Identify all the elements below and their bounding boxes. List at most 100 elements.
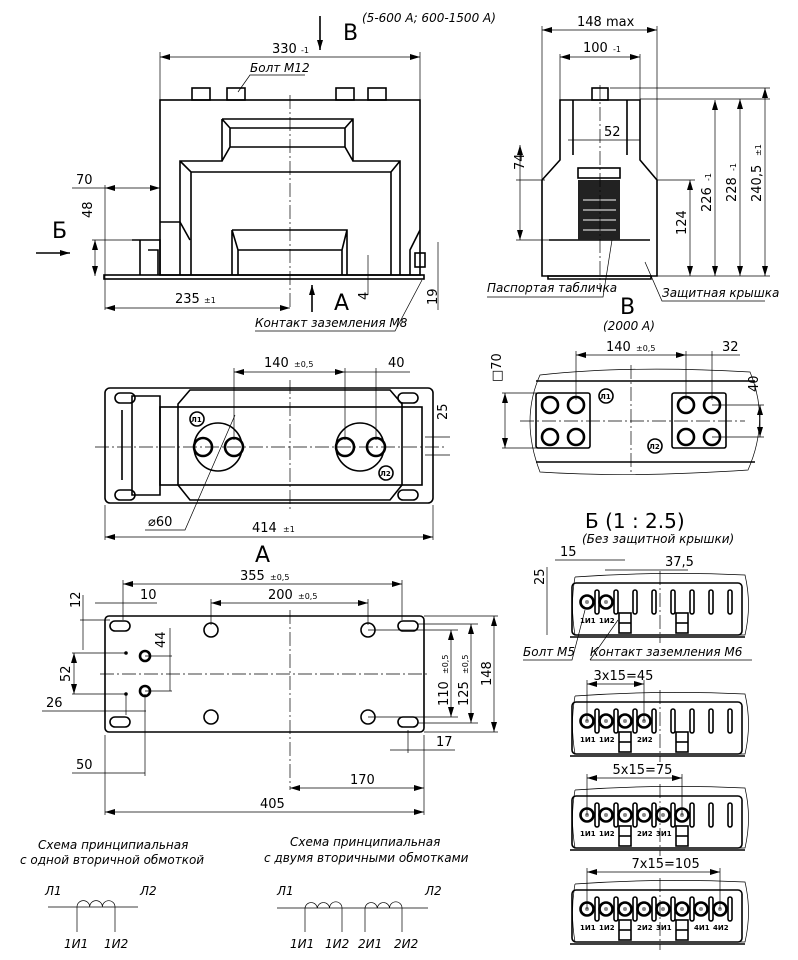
terminal-label: 1И2 (599, 736, 615, 744)
terminal-label: 1И2 (599, 617, 615, 625)
top-terminal-box (121, 395, 161, 496)
mounting-slots (109, 620, 419, 728)
scheme2-title-1: Схема принципиальная (290, 835, 440, 849)
break-outline (529, 368, 760, 475)
separator (613, 589, 619, 615)
nameplate-label: Паспортая табличка (487, 281, 617, 295)
bottom-dim-10: 10 (140, 588, 157, 603)
terminal-label: 1И1 (580, 924, 596, 932)
dim-52: 52 (604, 125, 621, 140)
bottom-dim-355-tol: ±0,5 (270, 573, 289, 582)
separator (651, 708, 657, 734)
separator (727, 708, 733, 734)
terminal-label: 1И1 (580, 617, 596, 625)
scheme2-tap-1: 1И1 (290, 937, 314, 951)
winding-symbol (48, 900, 138, 932)
top-mark-l2: Л2 (380, 470, 391, 478)
separator (727, 802, 733, 828)
bottom-dim-17: 17 (436, 735, 453, 750)
bottom-dim-170: 170 (350, 773, 375, 788)
top-view: Л1 Л2 140 ±0,5 40 25 ⌀60 414 ±1 (95, 356, 451, 540)
top-body (177, 389, 403, 501)
terminal-screw-center (661, 813, 665, 817)
bottom-dim-148: 148 (480, 661, 495, 686)
cover-label: Защитная крышка (662, 286, 779, 300)
dim-330: 330 (272, 42, 297, 57)
v-mark-l1: Л1 (600, 393, 611, 401)
l2-mark (378, 465, 394, 481)
l1-mark (189, 411, 205, 427)
bottom-view: А 355 ±0,5 200 ±0,5 10 12 44 52 26 50 (42, 543, 498, 815)
dim-48: 48 (81, 201, 96, 218)
top-dim-140-tol: ±0,5 (294, 360, 313, 369)
scheme2-tap-4: 2И2 (394, 937, 418, 951)
separator (689, 708, 695, 734)
v-dim-40: 40 (747, 375, 762, 392)
view-b-letter: Б (52, 219, 67, 244)
separator (689, 589, 695, 615)
view-v-letter: В (343, 21, 358, 46)
terminal-holes (540, 395, 722, 447)
top-dim-25: 25 (436, 403, 451, 420)
terminal-screw-center (623, 907, 627, 911)
front-view: 330 -1 В (5-600 А; 600-1500 А) Болт M12 … (36, 11, 496, 332)
dim-330-tol: -1 (301, 46, 309, 55)
top-base (104, 387, 434, 504)
scheme1-title-1: Схема принципиальная (38, 838, 188, 852)
terminal-screw-center (642, 907, 646, 911)
terminal-block-l2 (671, 392, 727, 449)
bottom-dim-200-tol: ±0,5 (298, 592, 317, 601)
bottom-dim-405: 405 (260, 797, 285, 812)
dim-4: 4 (357, 292, 372, 300)
scheme2-title-2: с двумя вторичными обмотками (264, 851, 469, 865)
terminal-label: 3И1 (656, 924, 672, 932)
bolt-m5-label: Болт M5 (523, 645, 575, 659)
base-plate (103, 274, 425, 280)
bottom-dim-12: 12 (69, 591, 84, 608)
term-dim-25: 25 (533, 568, 548, 585)
bottom-dim-44: 44 (154, 631, 169, 648)
top-dim-40: 40 (388, 356, 405, 371)
scheme2-l1: Л1 (276, 884, 294, 898)
bottom-dim-200: 200 (268, 588, 293, 603)
v-dim-140: 140 (606, 340, 631, 355)
terminal-screw-center (604, 719, 608, 723)
scheme-double: Схема принципиальная с двумя вторичными … (264, 835, 469, 951)
terminal-screw-center (604, 907, 608, 911)
top-mark-l1: Л1 (191, 416, 202, 424)
dim-235-tol: ±1 (204, 296, 216, 305)
separator (670, 708, 676, 734)
separator (708, 802, 714, 828)
separator (670, 589, 676, 615)
terminal-label: 2И2 (637, 736, 653, 744)
mounting-holes (203, 622, 376, 725)
terminal-screw-center (642, 813, 646, 817)
strip-housing (571, 582, 743, 636)
terminal-screw-center (661, 907, 665, 911)
body-frame (179, 118, 401, 275)
top-dim-140: 140 (264, 356, 289, 371)
terminal-view-title: Б (1 : 2.5) (585, 509, 685, 533)
strip-housing (571, 701, 743, 755)
bottom-dim-355: 355 (240, 569, 265, 584)
strip-housing (571, 795, 743, 849)
terminal-screw-center (585, 600, 589, 604)
bottom-dim-50: 50 (76, 758, 93, 773)
top-dim-414-tol: ±1 (283, 525, 295, 534)
window-frame (231, 229, 348, 275)
dim-70: 70 (76, 173, 93, 188)
dim-240-5: 240,5 (750, 165, 765, 202)
v-dim-32: 32 (722, 340, 739, 355)
separator (689, 802, 695, 828)
terminal-label: 4И2 (713, 924, 729, 932)
bottom-view-letter: А (255, 543, 270, 568)
terminal-screw-center (623, 719, 627, 723)
ground-bolt (414, 252, 426, 268)
terminal-screw-center (699, 907, 703, 911)
scheme1-title-2: с одной вторичной обмоткой (20, 853, 204, 867)
strip-dim: 7x15=105 (632, 857, 700, 872)
bottom-dim-110-tol: ±0,5 (441, 655, 450, 674)
bolt-m12-label: Болт M12 (250, 61, 310, 75)
